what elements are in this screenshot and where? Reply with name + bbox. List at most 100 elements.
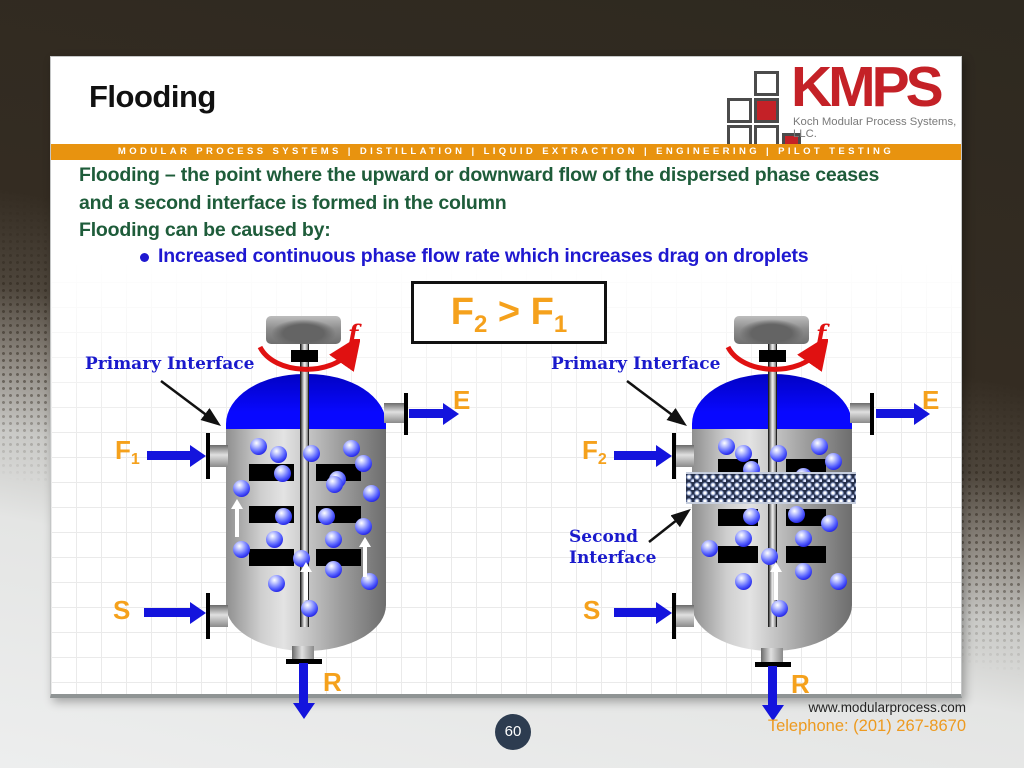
droplet xyxy=(361,573,378,590)
shaft-coupling xyxy=(759,350,786,362)
paddle xyxy=(316,506,361,523)
page-title: Flooding xyxy=(89,79,216,114)
solvent-arrow xyxy=(144,601,206,624)
droplet xyxy=(325,531,342,548)
agitator-shaft xyxy=(300,344,309,627)
raffinate-arrow xyxy=(292,663,315,719)
motor xyxy=(734,316,809,344)
rotation-arrow xyxy=(725,339,828,372)
droplet xyxy=(743,508,760,525)
logo-subtitle: Koch Modular Process Systems, LLC. xyxy=(793,116,957,140)
shaft-coupling xyxy=(291,350,318,362)
paddle xyxy=(718,509,758,526)
droplet xyxy=(771,600,788,617)
feed-arrow xyxy=(147,444,206,467)
extract-label: E xyxy=(453,385,471,415)
droplet xyxy=(770,445,787,462)
droplet xyxy=(795,468,812,485)
feed-arrow xyxy=(614,444,672,467)
raffinate-nozzle xyxy=(761,648,783,663)
bullet-icon xyxy=(140,253,149,262)
extract-nozzle xyxy=(384,403,406,423)
droplet xyxy=(830,573,847,590)
droplet xyxy=(266,531,283,548)
feed-nozzle xyxy=(210,445,228,467)
rotation-arrow xyxy=(257,339,360,372)
feed-flange xyxy=(672,433,676,479)
droplet xyxy=(788,506,805,523)
formula-rhs: F xyxy=(530,291,554,333)
primary-interface-arrow xyxy=(160,380,221,426)
agitation-speed-label: f xyxy=(816,319,827,348)
primary-interface-label: Primary Interface xyxy=(85,354,255,374)
second-interface-label: Second Interface xyxy=(569,527,657,568)
page-number-badge: 60 xyxy=(495,714,531,750)
vessel-top-phase xyxy=(226,374,386,429)
extract-flange xyxy=(404,393,408,435)
raffinate-flange xyxy=(755,662,791,667)
droplet xyxy=(326,476,343,493)
logo-square-red xyxy=(754,98,779,123)
droplet xyxy=(275,508,292,525)
website-text: www.modularprocess.com xyxy=(808,700,966,715)
primary-interface-arrow xyxy=(626,380,687,426)
agitation-speed-label: f xyxy=(348,319,359,348)
droplet xyxy=(293,550,310,567)
agitator-shaft xyxy=(768,344,777,627)
solvent-nozzle xyxy=(676,605,694,627)
droplet xyxy=(268,575,285,592)
droplet xyxy=(329,471,346,488)
paddle xyxy=(249,464,294,481)
droplet xyxy=(343,440,360,457)
raffinate-label: R xyxy=(791,669,810,699)
logo-square-outline xyxy=(754,71,779,96)
logo-wordmark: KMPS xyxy=(791,55,944,119)
paddle xyxy=(316,549,361,566)
droplet xyxy=(825,453,842,470)
droplet xyxy=(735,445,752,462)
droplet xyxy=(718,438,735,455)
raffinate-flange xyxy=(286,659,322,664)
up-flow-arrow xyxy=(300,562,312,600)
services-banner: MODULAR PROCESS SYSTEMS | DISTILLATION |… xyxy=(51,144,961,160)
formula-operator: > xyxy=(497,291,521,333)
second-interface-arrow xyxy=(648,508,691,543)
droplet xyxy=(735,530,752,547)
motor xyxy=(266,316,341,344)
paddle xyxy=(249,549,294,566)
formula-lhs: F xyxy=(450,291,474,333)
vessel-shell xyxy=(692,429,852,651)
droplet xyxy=(303,445,320,462)
droplet xyxy=(743,461,760,478)
causes-heading: Flooding can be caused by: xyxy=(79,219,331,241)
formula-box: F2 > F1 xyxy=(411,281,607,344)
droplet xyxy=(355,455,372,472)
definition-line1: Flooding – the point where the upward or… xyxy=(79,164,880,186)
slide: Flooding KMPS Koch Modular Process Syste… xyxy=(50,55,962,721)
droplet xyxy=(274,465,291,482)
droplet xyxy=(735,573,752,590)
telephone-text: Telephone: (201) 267-8670 xyxy=(767,717,966,735)
paddle xyxy=(786,459,826,476)
droplet xyxy=(811,438,828,455)
paddle xyxy=(718,546,758,563)
solvent-label: S xyxy=(583,595,601,625)
solvent-nozzle xyxy=(210,605,228,627)
extract-flange xyxy=(870,393,874,435)
droplet xyxy=(318,508,335,525)
droplet xyxy=(795,530,812,547)
primary-interface-label: Primary Interface xyxy=(551,354,721,374)
extract-arrow xyxy=(409,402,459,425)
solvent-arrow xyxy=(614,601,672,624)
droplet xyxy=(325,561,342,578)
droplet xyxy=(301,600,318,617)
up-flow-arrow xyxy=(231,499,243,537)
paddle xyxy=(786,546,826,563)
paddle xyxy=(316,464,361,481)
droplet xyxy=(761,548,778,565)
feed-nozzle xyxy=(676,445,694,467)
paddle xyxy=(786,509,826,526)
second-interface-band xyxy=(686,472,856,504)
feed-label: F2 xyxy=(582,435,607,468)
